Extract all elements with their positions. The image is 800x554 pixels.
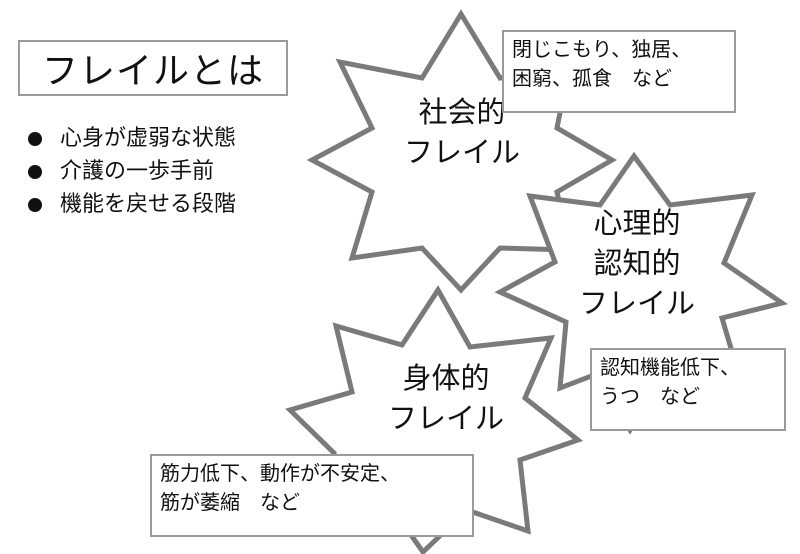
social-frailty-note: 閉じこもり、独居、 困窮、孤食 など — [502, 30, 736, 113]
social-frailty-label: 社会的 フレイル — [403, 95, 520, 169]
physical-frailty-label: 身体的 フレイル — [387, 361, 504, 435]
list-item: 介護の一歩手前 — [28, 155, 236, 188]
physical-frailty-note: 筋力低下、動作が不安定、 筋が萎縮 など — [150, 454, 474, 537]
list-item: 心身が虚弱な状態 — [28, 122, 236, 155]
psychological-frailty-label: 心理的 認知的 フレイル — [578, 206, 695, 320]
title-box: フレイルとは — [18, 40, 288, 96]
page-title: フレイルとは — [41, 51, 264, 92]
psychological-frailty-note: 認知機能低下、 うつ など — [590, 348, 786, 431]
bullet-dot-icon — [28, 164, 42, 179]
bullet-dot-icon — [28, 131, 42, 146]
bullet-dot-icon — [28, 197, 42, 212]
list-item: 機能を戻せる段階 — [28, 188, 236, 221]
bullet-list: 心身が虚弱な状態 介護の一歩手前 機能を戻せる段階 — [28, 122, 236, 221]
